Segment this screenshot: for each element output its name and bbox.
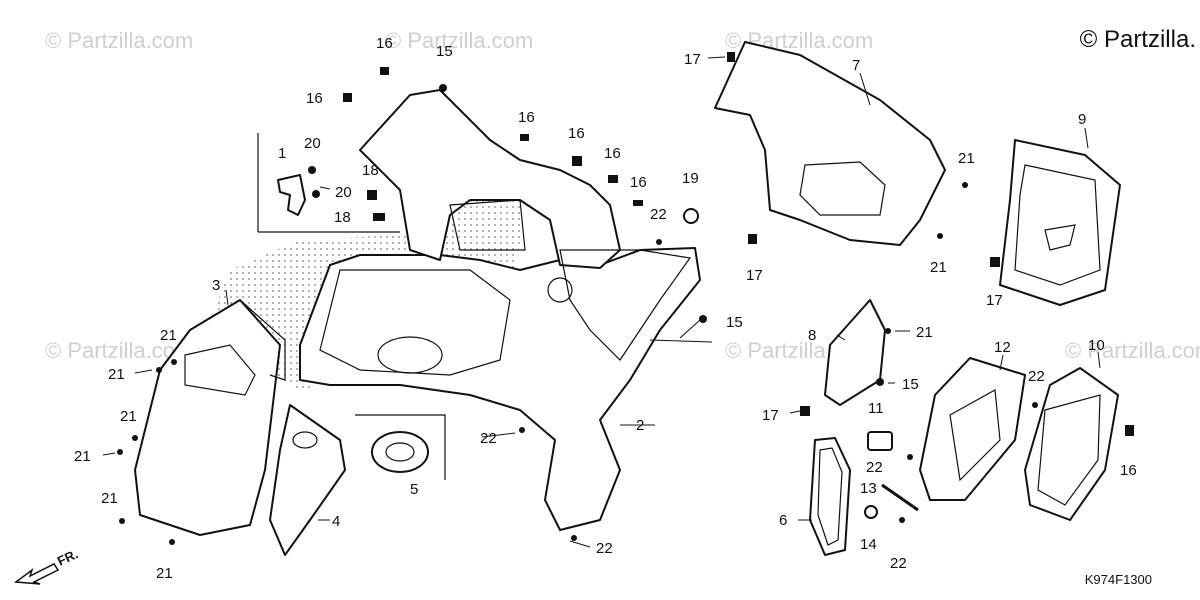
callout-4: 4 xyxy=(332,513,340,530)
callout-17: 17 xyxy=(746,267,763,284)
callout-22: 22 xyxy=(866,459,883,476)
callout-19: 19 xyxy=(682,170,699,187)
callout-21: 21 xyxy=(930,259,947,276)
callout-10: 10 xyxy=(1088,337,1105,354)
callout-21: 21 xyxy=(156,565,173,582)
callout-20: 20 xyxy=(335,184,352,201)
direction-label: FR. xyxy=(55,548,80,569)
callout-17: 17 xyxy=(762,407,779,424)
callout-21: 21 xyxy=(120,408,137,425)
callout-7: 7 xyxy=(852,57,860,74)
part-6-seal xyxy=(809,437,851,556)
part-12-side-panel xyxy=(919,357,1026,501)
part-1-bracket xyxy=(257,133,400,233)
callout-16: 16 xyxy=(518,109,535,126)
callout-3: 3 xyxy=(212,277,220,294)
part-14-nut xyxy=(864,505,878,519)
callout-15: 15 xyxy=(902,376,919,393)
callout-16: 16 xyxy=(604,145,621,162)
watermark-text: © Partzilla.com xyxy=(45,28,193,53)
callout-13: 13 xyxy=(860,480,877,497)
callout-labels: 1 2 3 4 5 6 7 8 9 10 11 12 13 14 15 15 1… xyxy=(74,35,1137,582)
front-direction-arrow: FR. xyxy=(14,548,80,585)
part-3-pocket-lid xyxy=(134,299,286,536)
part-11-clip xyxy=(867,431,893,451)
callout-18: 18 xyxy=(362,162,379,179)
part-2-inner-cover xyxy=(299,89,701,531)
callout-16: 16 xyxy=(376,35,393,52)
diagram-code: K974F1300 xyxy=(1084,572,1152,587)
hardware-markers xyxy=(117,52,1134,545)
callout-21: 21 xyxy=(958,150,975,167)
part-10-side-cover xyxy=(1024,367,1119,521)
callout-14: 14 xyxy=(860,536,877,553)
callout-5: 5 xyxy=(410,481,418,498)
callout-6: 6 xyxy=(779,512,787,529)
part-5-grommet xyxy=(355,414,446,480)
callout-8: 8 xyxy=(808,327,816,344)
callout-21: 21 xyxy=(108,366,125,383)
callout-22: 22 xyxy=(1028,368,1045,385)
callout-16: 16 xyxy=(1120,462,1137,479)
callout-21: 21 xyxy=(160,327,177,344)
callout-21: 21 xyxy=(916,324,933,341)
callout-22: 22 xyxy=(480,430,497,447)
callout-12: 12 xyxy=(994,339,1011,356)
callout-16: 16 xyxy=(630,174,647,191)
callout-15: 15 xyxy=(726,314,743,331)
callout-22: 22 xyxy=(650,206,667,223)
copyright-text: © Partzilla. xyxy=(1079,26,1196,53)
callout-22: 22 xyxy=(890,555,907,572)
watermark-text: © Partzilla.com xyxy=(1065,338,1200,363)
part-13-rod xyxy=(881,483,919,512)
part-9-frame xyxy=(999,139,1121,306)
callout-22: 22 xyxy=(596,540,613,557)
callout-20: 20 xyxy=(304,135,321,152)
callout-17: 17 xyxy=(684,51,701,68)
callout-17: 17 xyxy=(986,292,1003,309)
part-8-bracket xyxy=(824,299,886,406)
callout-9: 9 xyxy=(1078,111,1086,128)
callout-1: 1 xyxy=(278,145,286,162)
part-7-upper-panel xyxy=(714,41,946,246)
callout-21: 21 xyxy=(74,448,91,465)
callout-21: 21 xyxy=(101,490,118,507)
watermark-text: © Partzilla.com xyxy=(385,28,533,53)
part-4-pocket xyxy=(269,404,346,556)
leader-lines xyxy=(102,56,1101,548)
callout-16: 16 xyxy=(306,90,323,107)
callout-16: 16 xyxy=(568,125,585,142)
callout-15: 15 xyxy=(436,43,453,60)
callout-11: 11 xyxy=(868,400,884,417)
callout-2: 2 xyxy=(636,417,644,434)
arrow-left-icon xyxy=(14,563,60,585)
callout-18: 18 xyxy=(334,209,351,226)
